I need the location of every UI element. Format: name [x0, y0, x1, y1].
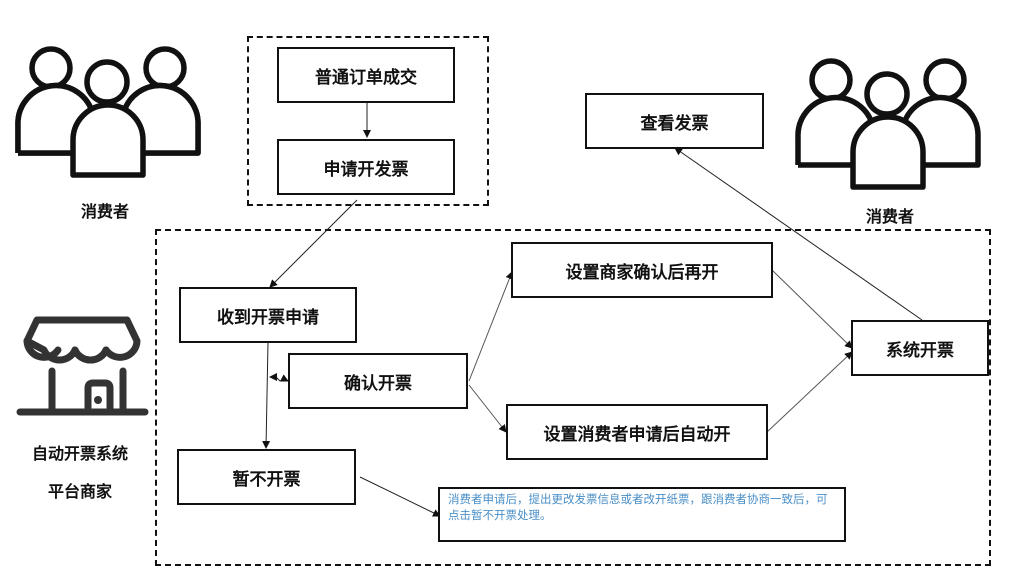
- edge-receive-to-confirm: [270, 374, 289, 382]
- edge-confirm-to-auto-mode: [468, 384, 507, 433]
- node-receive-request[interactable]: 收到开票申请: [179, 287, 357, 343]
- consumer-right-label: 消费者: [865, 207, 914, 226]
- node-hold-invoice[interactable]: 暂不开票: [177, 449, 356, 505]
- edge-merchant-mode-to-system: [771, 269, 853, 349]
- node-order-deal[interactable]: 普通订单成交: [277, 47, 455, 103]
- node-merchant-confirm-mode[interactable]: 设置商家确认后再开: [511, 242, 773, 298]
- node-auto-mode[interactable]: 设置消费者申请后自动开: [506, 404, 768, 460]
- edge-hold-to-note: [359, 476, 441, 517]
- edge-auto-mode-to-system: [765, 351, 853, 434]
- edge-confirm-to-merchant-mode: [468, 271, 514, 382]
- storefront-icon: [16, 316, 149, 416]
- merchant-label-line1: 自动开票系统: [31, 444, 128, 463]
- edge-system-to-view: [674, 147, 923, 321]
- edge-receive-to-hold: [262, 341, 271, 449]
- consumer-left-label: 消费者: [80, 202, 129, 221]
- node-system-invoice[interactable]: 系统开票: [851, 320, 989, 376]
- people-group-icon: [795, 58, 981, 190]
- node-apply-invoice[interactable]: 申请开发票: [277, 139, 455, 195]
- edge-apply-to-receive: [269, 199, 358, 288]
- node-confirm-invoice[interactable]: 确认开票: [288, 353, 468, 409]
- merchant-label-line2: 平台商家: [47, 482, 112, 501]
- consumer-group-frame: [247, 36, 489, 206]
- node-view-invoice[interactable]: 查看发票: [585, 93, 764, 149]
- people-group-icon: [15, 46, 201, 178]
- hold-invoice-note: 消费者申请后，提出更改发票信息或者改开纸票，跟消费者协商一致后，可点击暂不开票处…: [438, 487, 846, 542]
- merchant-system-frame: [155, 229, 991, 566]
